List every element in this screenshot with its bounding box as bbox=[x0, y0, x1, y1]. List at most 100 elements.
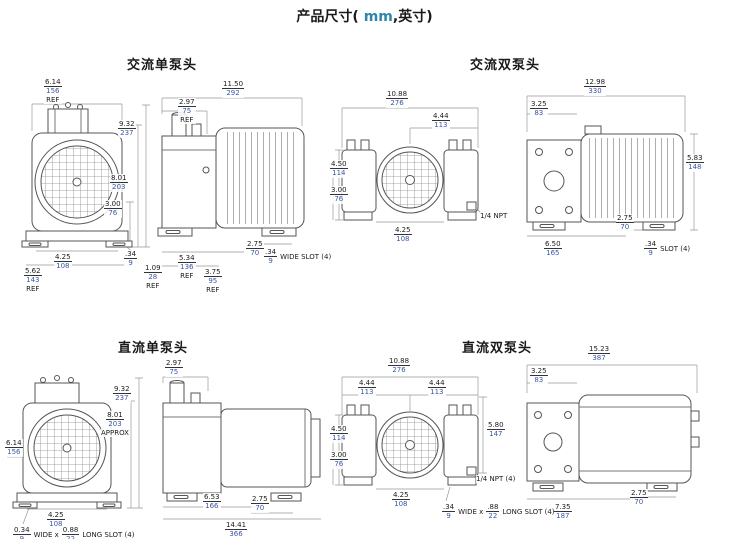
dim-dc2-side-width: 15.23 387 bbox=[588, 345, 611, 363]
dim-ac1-side-width: 11.50 292 bbox=[222, 80, 245, 98]
dim-inch-value: 4.44 bbox=[432, 112, 450, 122]
dim-fraction: 0.88 22 bbox=[61, 526, 80, 539]
dc-double-drawing bbox=[332, 364, 700, 502]
dim-inch-value: 2.75 bbox=[246, 240, 264, 250]
dim-inch-value: 5.34 bbox=[178, 254, 196, 264]
dim-mm-value: 156 bbox=[46, 87, 60, 96]
dim-mm-value: 70 bbox=[634, 498, 644, 507]
dim-mm-value: 292 bbox=[226, 89, 240, 98]
dim-ac2-head-spacing: 4.44 113 bbox=[432, 112, 450, 130]
ac1-front-view bbox=[21, 102, 133, 248]
dc1-side-view bbox=[162, 380, 321, 502]
dim-suffix: REF bbox=[46, 95, 60, 104]
dim-inch-value: 2.75 bbox=[251, 495, 269, 505]
dim-inch-value: 4.50 bbox=[330, 425, 348, 435]
title-prefix: 产品尺寸( bbox=[296, 9, 364, 25]
dc2-dimension-lines bbox=[332, 364, 698, 502]
dim-note: LONG SLOT (4) bbox=[502, 507, 555, 516]
dim-inch-value: 10.88 bbox=[386, 90, 409, 100]
dim-dc2-head-spacing-right: 4.44 113 bbox=[428, 379, 446, 397]
dim-suffix: REF bbox=[180, 271, 194, 280]
dim-mm-value: 76 bbox=[334, 460, 344, 469]
dim-mm-value: 136 bbox=[180, 263, 194, 272]
dim-inch-value: 15.23 bbox=[588, 345, 611, 355]
dim-mm-value: 203 bbox=[108, 420, 122, 429]
dim-dc2-side-bottom: 7.35 187 bbox=[554, 503, 572, 521]
dim-inch-value: .88 bbox=[486, 503, 500, 513]
dim-ac2-head-height: 4.50 114 bbox=[330, 160, 348, 178]
dim-ac2-slot-note: .34 9 SLOT (4) bbox=[644, 240, 691, 258]
dim-dc1-height-total: 9.32 237 bbox=[113, 385, 131, 403]
dim-ac1-base-inner: 4.25 108 bbox=[54, 253, 72, 271]
dim-dc1-height-body: 8.01 203 APPROX bbox=[101, 411, 129, 438]
dim-ac2-front-width: 10.88 276 bbox=[386, 90, 409, 108]
dim-ac2-side-height: 5.83 148 bbox=[686, 154, 704, 172]
dim-inch-value: 2.75 bbox=[630, 489, 648, 499]
dim-dc2-head-height: 4.50 114 bbox=[330, 425, 348, 443]
dim-dc2-front-width: 10.88 276 bbox=[388, 357, 411, 375]
dim-mm-value: 366 bbox=[229, 530, 243, 539]
dim-mm-value: 113 bbox=[360, 388, 374, 397]
dim-ac2-side-bottom: 6.50 165 bbox=[544, 240, 562, 258]
dim-ac2-foot-span: 4.25 108 bbox=[394, 226, 412, 244]
dim-dc2-head-spacing-left: 4.44 113 bbox=[358, 379, 376, 397]
dim-mm-value: 75 bbox=[169, 368, 179, 377]
dim-inch-value: 6.53 bbox=[203, 493, 221, 503]
dim-mm-value: 83 bbox=[534, 376, 544, 385]
dim-mm-value: 83 bbox=[534, 109, 544, 118]
dim-inch-value: .34 bbox=[264, 248, 278, 258]
dim-mm-value: 330 bbox=[588, 87, 602, 96]
dim-ac1-top-offset: 2.97 75 REF bbox=[178, 98, 196, 125]
dim-ac1-side-bottom2: 3.75 95 REF bbox=[204, 268, 222, 295]
dim-inch-value: 3.25 bbox=[530, 367, 548, 377]
ac2-dimension-lines bbox=[332, 95, 698, 237]
dim-note: SLOT (4) bbox=[660, 244, 691, 253]
dim-mm-value: 203 bbox=[112, 183, 126, 192]
dim-mm-value: 75 bbox=[182, 107, 192, 116]
dim-mm-value: 187 bbox=[556, 512, 570, 521]
section-label-ac-single: 交流单泵头 bbox=[127, 58, 198, 73]
dim-dc2-base-height: 3.00 76 bbox=[330, 451, 348, 469]
section-label-dc-single: 直流单泵头 bbox=[118, 341, 189, 356]
dim-dc1-foot-span: 4.25 108 bbox=[47, 511, 65, 529]
dim-dc1-side-bottom1: 6.53 166 bbox=[203, 493, 221, 511]
dim-fraction: .34 9 bbox=[264, 248, 278, 266]
dim-inch-value: 9.32 bbox=[113, 385, 131, 395]
dim-mm-value: 9 bbox=[648, 249, 653, 258]
dim-ac2-side-width: 12.98 330 bbox=[584, 78, 607, 96]
section-label-ac-double: 交流双泵头 bbox=[470, 58, 541, 73]
section-ac-double: 10.88 276 4.44 113 4.50 114 3.00 76 4.25… bbox=[330, 78, 729, 293]
dim-mm-value: 276 bbox=[392, 366, 406, 375]
dim-mm-value: 276 bbox=[390, 99, 404, 108]
dim-inch-value: 5.62 bbox=[24, 267, 42, 277]
dim-inch-value: 10.88 bbox=[388, 357, 411, 367]
dim-ac1-width: 6.14 156 REF bbox=[44, 78, 62, 105]
section-dc-single: 2.97 75 9.32 237 8.01 203 APPROX 6.14 15… bbox=[5, 345, 335, 539]
dim-inch-value: 4.44 bbox=[428, 379, 446, 389]
dim-inch-value: 3.25 bbox=[530, 100, 548, 110]
dim-dc2-right-height: 5.80 147 bbox=[487, 421, 505, 439]
dim-inch-value: 2.75 bbox=[616, 214, 634, 224]
page-title: 产品尺寸( mm,英寸) bbox=[0, 6, 729, 26]
dim-inch-value: 6.14 bbox=[5, 439, 23, 449]
dim-inch-value: 1.09 bbox=[144, 264, 162, 274]
dim-ac1-base-outer: 5.62 143 REF bbox=[24, 267, 42, 294]
dim-suffix: APPROX bbox=[101, 428, 129, 437]
dim-inch-value: 6.14 bbox=[44, 78, 62, 88]
dim-mm-value: 108 bbox=[396, 235, 410, 244]
dim-dc2-foot-spacing: 2.75 70 bbox=[630, 489, 648, 507]
dim-inch-value: 3.75 bbox=[204, 268, 222, 278]
dim-dc2-npt-label: 1/4 NPT (4) bbox=[476, 475, 516, 483]
dim-mm-value: 237 bbox=[120, 129, 134, 138]
dim-inch-value: 5.80 bbox=[487, 421, 505, 431]
dim-dc2-foot-span: 4.25 108 bbox=[392, 491, 410, 509]
dim-mm-value: 22 bbox=[488, 512, 498, 521]
dim-mm-value: 237 bbox=[115, 394, 129, 403]
dim-note: WIDE SLOT (4) bbox=[280, 252, 332, 261]
dim-ac1-height-body: 8.01 203 bbox=[110, 174, 128, 192]
dim-ac2-npt-label: 1/4 NPT bbox=[480, 212, 508, 220]
dim-inch-value: 4.44 bbox=[358, 379, 376, 389]
dim-mm-value: 165 bbox=[546, 249, 560, 258]
dim-mm-value: 114 bbox=[332, 169, 346, 178]
title-suffix: ,英寸) bbox=[392, 9, 433, 25]
